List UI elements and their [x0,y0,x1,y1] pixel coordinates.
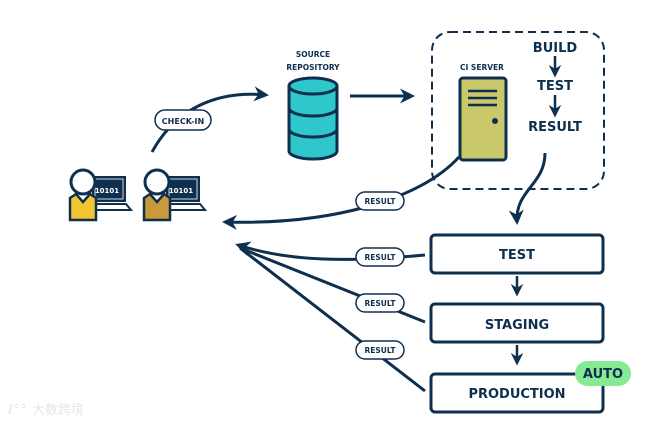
ci-result-arrow [222,155,461,230]
ci-step-result: RESULT [528,120,582,135]
ci-result-pill: RESULT [355,191,405,211]
developer-1: 10101 [68,168,134,222]
ci-server-label: CI SERVER [460,63,504,72]
ci-step-test: TEST [537,79,573,94]
server-icon [458,76,508,162]
developer-2: 10101 [142,168,208,222]
staging-result-pill: RESULT [355,293,405,313]
ci-server-container [431,31,605,190]
production-result-pill: RESULT [355,340,405,360]
repository-label-line1: SOURCE [296,50,330,59]
repository-label-line2: REPOSITORY [286,63,340,72]
stage-staging: STAGING [429,302,605,344]
stage-test: TEST [429,233,605,275]
auto-badge: AUTO [575,361,631,386]
result-label: RESULT [364,197,396,206]
laptop-icon: 10101 [85,176,134,211]
watermark-text: 大数跨境 [32,403,84,418]
stage-test-label: TEST [499,248,535,263]
person-icon [142,168,172,222]
ci-to-test-arrow [508,152,547,225]
check-in-label: CHECK-IN [162,117,204,126]
test-result-pill: RESULT [355,247,405,267]
stage-production: PRODUCTION [429,372,605,414]
database-icon [287,76,339,161]
result-label: RESULT [364,253,396,262]
production-result-arrow [239,246,426,393]
screen-text: 10101 [95,187,119,195]
watermark-logo-icon: ℓ°° [7,403,26,418]
stage-production-label: PRODUCTION [468,387,565,402]
stage-staging-label: STAGING [485,318,549,333]
screen-text: 10101 [169,187,193,195]
auto-badge-label: AUTO [583,367,623,382]
result-label: RESULT [364,299,396,308]
laptop-icon: 10101 [159,176,208,211]
person-icon [68,168,98,222]
result-label: RESULT [364,346,396,355]
check-in-arrow [150,86,269,153]
check-in-pill: CHECK-IN [154,109,212,131]
ci-step-build: BUILD [533,41,578,56]
watermark: ℓ°° 大数跨境 [7,403,84,418]
